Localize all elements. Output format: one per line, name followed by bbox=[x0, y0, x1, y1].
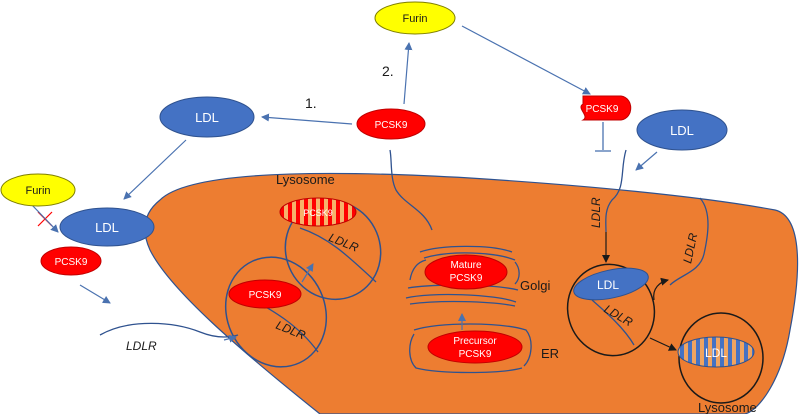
furin-left-label: Furin bbox=[25, 185, 50, 197]
ldlr-surface-left-receptor bbox=[99, 322, 239, 338]
step-2-label: 2. bbox=[382, 63, 394, 79]
pcsk9-endosome bbox=[228, 279, 302, 309]
pcsk9-lysosome bbox=[279, 197, 357, 227]
pcsk9-secreted-label: PCSK9 bbox=[375, 120, 408, 131]
ldl-surface-label: LDL bbox=[95, 220, 119, 235]
right-endosome-compartment bbox=[566, 263, 656, 357]
lysosome-right-label: Lysosome bbox=[698, 400, 757, 414]
arrow-right-endosome-to-lysosome bbox=[649, 337, 677, 351]
er-label: ER bbox=[541, 346, 559, 361]
arrow-pcsk9-to-ldl bbox=[261, 113, 353, 125]
precursor-pcsk9-line1: Precursor bbox=[453, 336, 497, 347]
ldl-lysosome-right-label: LDL bbox=[705, 346, 727, 360]
step-1-label: 1. bbox=[305, 95, 317, 111]
pcsk9-bound bbox=[40, 246, 102, 276]
pcsk9-secreted bbox=[356, 108, 426, 140]
ldl-top-left-label: LDL bbox=[195, 110, 219, 125]
cell-body bbox=[144, 172, 799, 414]
pcsk9-cleaved bbox=[580, 95, 632, 121]
furin-top bbox=[374, 1, 456, 35]
ldlr-recycle-strand bbox=[669, 197, 709, 286]
ldl-endosome-label: LDL bbox=[597, 278, 619, 292]
ldl-top-left bbox=[159, 96, 255, 138]
lysosome-left-label: Lysosome bbox=[276, 172, 335, 187]
pcsk9-secretion-path bbox=[389, 149, 433, 231]
arrow-ldlr-recycling bbox=[653, 277, 669, 301]
ldlr-surface-right-label: LDLR bbox=[589, 197, 603, 228]
arrow-ldl-to-surface bbox=[123, 139, 187, 200]
ldlr-recycle-label: LDLR bbox=[680, 231, 700, 264]
ldl-top-right bbox=[636, 109, 728, 151]
ldl-endosome bbox=[573, 267, 649, 301]
pcsk9-lysosome-label: PCSK9 bbox=[303, 208, 333, 218]
ldl-top-right-label: LDL bbox=[670, 123, 694, 138]
precursor-pcsk9-line2: PCSK9 bbox=[459, 349, 492, 360]
left-endosome-compartment bbox=[224, 256, 328, 368]
arrow-furin-to-cleaved bbox=[461, 25, 591, 95]
er-network bbox=[409, 323, 532, 374]
furin-top-label: Furin bbox=[402, 13, 427, 25]
pcsk9-bound-label: PCSK9 bbox=[55, 257, 88, 268]
mature-pcsk9 bbox=[424, 254, 508, 290]
golgi-label: Golgi bbox=[520, 278, 550, 293]
mature-pcsk9-line2: PCSK9 bbox=[450, 273, 483, 284]
furin-left bbox=[0, 173, 76, 207]
ldlr-membrane-strand bbox=[605, 149, 627, 233]
ldl-lysosome-right bbox=[677, 336, 755, 368]
ldl-surface bbox=[59, 207, 155, 247]
arrow-furin-blocked bbox=[31, 204, 59, 233]
arrow-complex-to-membrane bbox=[79, 284, 111, 304]
pcsk9-cleaved-label: PCSK9 bbox=[586, 104, 619, 115]
precursor-pcsk9 bbox=[427, 330, 523, 364]
right-endosome-ldlr-strand bbox=[591, 299, 635, 346]
pcsk9-endosome-label: PCSK9 bbox=[249, 290, 282, 301]
ldlr-surface-left-label: LDLR bbox=[126, 339, 157, 353]
arrow-pcsk9-to-furin bbox=[403, 42, 413, 105]
right-lysosome-compartment bbox=[678, 312, 764, 404]
left-lysosome-ldlr-strand bbox=[299, 227, 377, 283]
arrow-surface-ldlr-into-cell bbox=[223, 334, 237, 343]
mature-pcsk9-line1: Mature bbox=[450, 260, 482, 271]
inhibition-bar bbox=[595, 122, 611, 152]
arrow-ldl-to-membrane bbox=[635, 151, 658, 171]
arrow-endosome-to-lysosome bbox=[301, 263, 314, 283]
